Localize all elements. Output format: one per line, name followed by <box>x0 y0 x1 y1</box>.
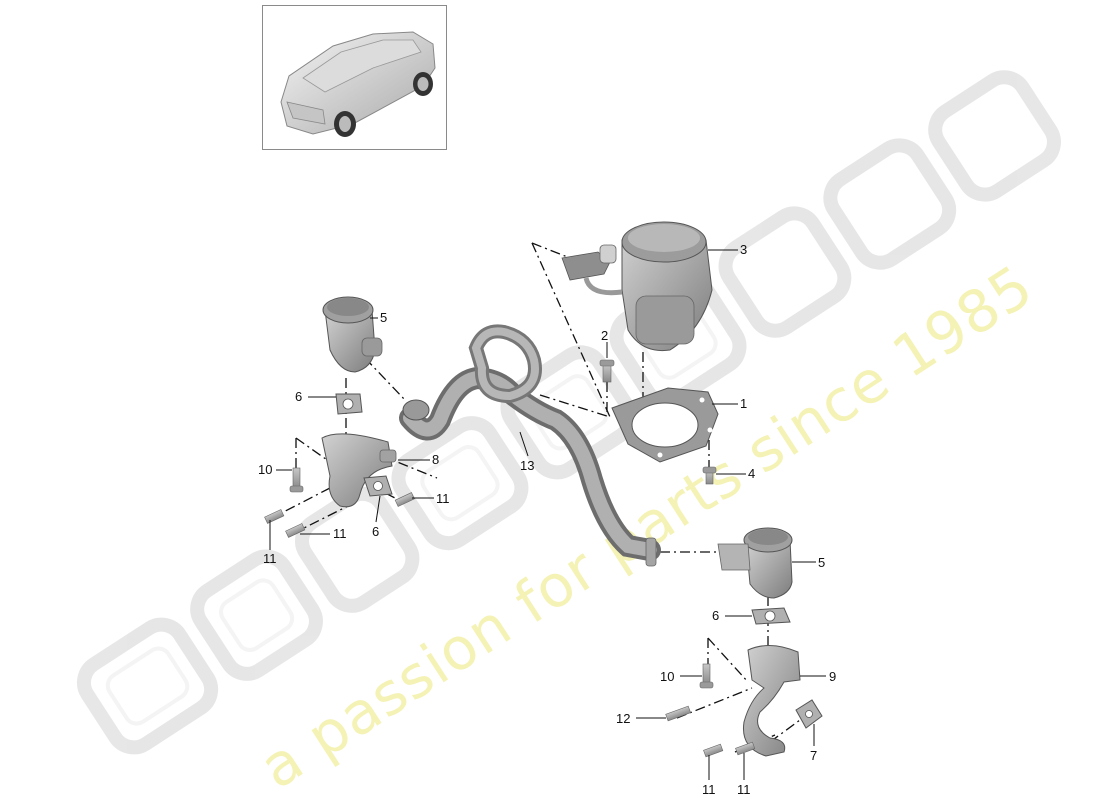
car-icon <box>280 31 436 137</box>
part-6-gasket-upper[interactable] <box>335 393 363 415</box>
callout-6-right[interactable]: 6 <box>712 608 720 623</box>
callout-11-e[interactable]: 11 <box>737 782 751 797</box>
part-12-bolt[interactable] <box>665 705 692 722</box>
callout-4[interactable]: 4 <box>748 466 756 481</box>
callout-6-lower-left[interactable]: 6 <box>372 524 380 539</box>
part-7-gasket[interactable] <box>795 699 823 729</box>
callout-10-left[interactable]: 10 <box>258 462 273 477</box>
part-13-air-hose[interactable] <box>399 324 661 567</box>
part-1-gasket[interactable] <box>611 387 719 463</box>
part-4-bolt[interactable] <box>702 466 717 485</box>
part-11-bolt-a[interactable] <box>394 492 415 507</box>
part-11-bolt-b[interactable] <box>264 509 285 524</box>
callout-12[interactable]: 12 <box>616 711 631 726</box>
part-3-air-pump[interactable] <box>561 221 713 352</box>
part-10-bolt-left[interactable] <box>289 467 304 493</box>
callout-11-b[interactable]: 11 <box>263 551 277 566</box>
callout-3[interactable]: 3 <box>740 242 748 257</box>
part-6-gasket-lower-left[interactable] <box>363 475 393 497</box>
vehicle-thumbnail <box>262 5 447 150</box>
part-11-bolt-c[interactable] <box>285 523 306 538</box>
callout-8[interactable]: 8 <box>432 452 440 467</box>
callout-11-d[interactable]: 11 <box>702 782 716 797</box>
part-11-bolt-d[interactable] <box>703 743 724 758</box>
part-10-bolt-right[interactable] <box>699 663 714 689</box>
leader-lines <box>269 249 826 780</box>
callout-10-right[interactable]: 10 <box>660 669 675 684</box>
part-6-gasket-right[interactable] <box>751 607 791 625</box>
callout-11-a[interactable]: 11 <box>436 491 450 506</box>
part-11-bolt-e[interactable] <box>735 741 756 756</box>
callout-1[interactable]: 1 <box>740 396 748 411</box>
part-9-pipe-right[interactable] <box>742 645 801 757</box>
callout-5-lower[interactable]: 5 <box>818 555 826 570</box>
callout-5-upper[interactable]: 5 <box>380 310 388 325</box>
part-5-combination-valve-upper[interactable] <box>322 296 383 373</box>
part-5-combination-valve-lower[interactable] <box>717 527 793 599</box>
callout-6-upper[interactable]: 6 <box>295 389 303 404</box>
callout-7[interactable]: 7 <box>810 748 818 763</box>
callout-2[interactable]: 2 <box>601 328 609 343</box>
part-8-pipe-left[interactable] <box>321 433 397 508</box>
callout-9[interactable]: 9 <box>829 669 837 684</box>
callout-11-c[interactable]: 11 <box>333 526 347 541</box>
callout-13[interactable]: 13 <box>520 458 535 473</box>
part-2-bolt[interactable] <box>599 359 615 383</box>
